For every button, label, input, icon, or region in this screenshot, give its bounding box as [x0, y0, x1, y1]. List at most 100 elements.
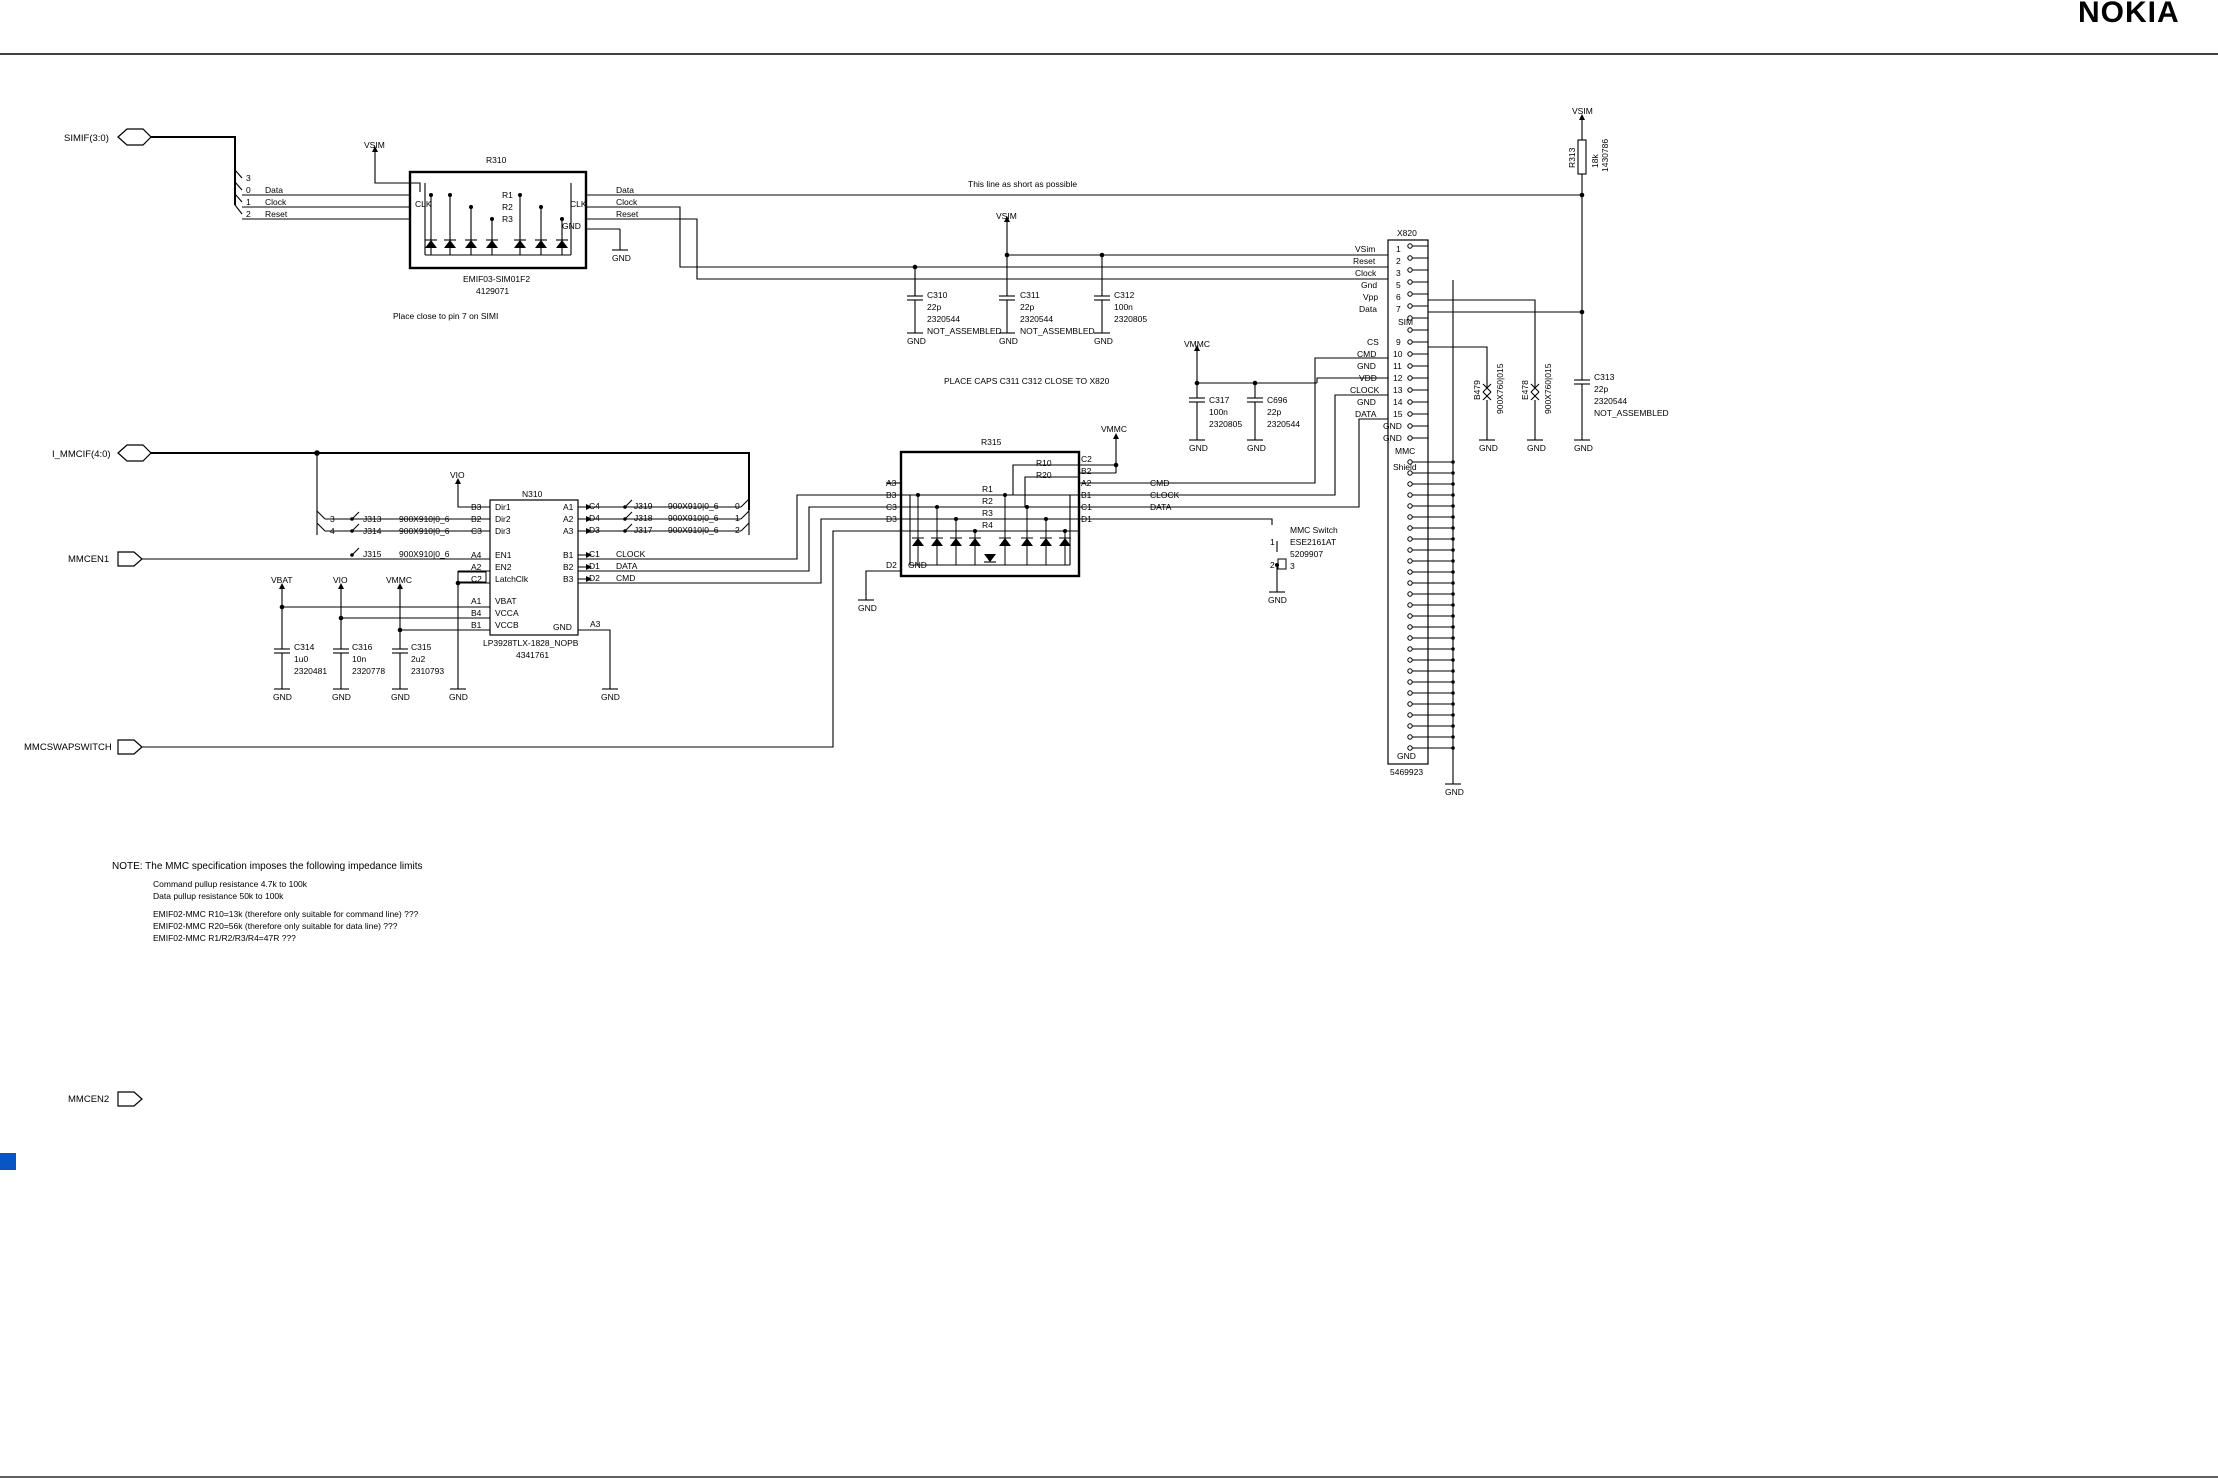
x820-pin-contact: [1407, 646, 1413, 652]
x820-pin-contact: [1407, 569, 1413, 575]
n310-net-data: DATA: [616, 561, 638, 571]
sim-nets-out: Data Clock Reset This line as short as p…: [586, 179, 1582, 280]
j318-ref: J318: [634, 513, 653, 523]
b479-ref: B479: [1472, 380, 1482, 400]
c315-code: 2310793: [411, 666, 444, 676]
r310-diodes: [425, 193, 568, 255]
n310-left-name: VBAT: [495, 596, 517, 606]
x820-num-11: 11: [1393, 361, 1402, 371]
n310-pin-arrow: [586, 504, 592, 510]
c310-na: NOT_ASSEMBLED: [927, 326, 1002, 336]
e478-code: 900X760|015: [1543, 363, 1553, 414]
x820-pin-contact: [1407, 514, 1413, 520]
r310-ref: R310: [486, 155, 507, 165]
r313-code: 1430786: [1600, 139, 1610, 172]
vsim-rail-left: VSIM: [364, 140, 421, 192]
x820-pin-contact: [1407, 243, 1413, 249]
r315-junction: [973, 529, 977, 533]
n310-left-name: EN1: [495, 550, 512, 560]
c311-gnd: GND: [999, 336, 1018, 346]
x820-mmc-gnd3: GND: [1383, 421, 1402, 431]
j319-ref: J319: [634, 501, 653, 511]
j313-num: 3: [330, 514, 335, 524]
sim-net-data-in: Data: [265, 185, 283, 195]
x820-pin-contact: [1407, 745, 1413, 751]
n310-en-gnd: GND: [449, 692, 468, 702]
x820-num-6: 6: [1396, 292, 1401, 302]
c310-gnd: GND: [907, 336, 926, 346]
x820-pin-contact: [1407, 255, 1413, 261]
sim-bus-bit-1: 1: [246, 197, 251, 207]
x820-mmc-gnd1: GND: [1357, 361, 1376, 371]
c310-ref: C310: [927, 290, 948, 300]
c316-code: 2320778: [352, 666, 385, 676]
n310-right-pin-B1: B1: [563, 550, 574, 560]
sim-net-reset-in: Reset: [265, 209, 288, 219]
c311-val: 22p: [1020, 302, 1034, 312]
c310-code: 2320544: [927, 314, 960, 324]
note-1: NOTE: The MMC specification imposes the …: [112, 861, 423, 872]
note-2: Command pullup resistance 4.7k to 100k: [153, 879, 308, 889]
x820-pin-contact: [1407, 459, 1413, 465]
x820-pin-contact: [1407, 624, 1413, 630]
x820-pin-contact: [1407, 712, 1413, 718]
c311-code: 2320544: [1020, 314, 1053, 324]
j315-ref: J315: [363, 549, 382, 559]
x820-num-12: 12: [1393, 373, 1403, 383]
x820-num-2: 2: [1396, 256, 1401, 266]
x820-connector: X820 VSim Reset Clock Gnd Vpp Data 1 2 3…: [1350, 228, 1464, 797]
x820-pin-contact: [1407, 734, 1413, 740]
n310-left-pin-A2: A2: [471, 562, 482, 572]
note-4: EMIF02-MMC R10=13k (therefore only suita…: [153, 909, 419, 919]
n310-right-pin-B2: B2: [563, 562, 574, 572]
j318-val: 900X910|0_6: [668, 513, 719, 523]
r310-clk-right: CLK: [570, 199, 587, 209]
c317-gnd: GND: [1189, 443, 1208, 453]
mmc-bus: [151, 450, 750, 535]
r315-diode: [969, 538, 981, 546]
r315-b3: B3: [886, 490, 897, 500]
x820-mmc-gnd2: GND: [1357, 397, 1376, 407]
x820-pin-contact: [1407, 668, 1413, 674]
sw-title: MMC Switch: [1290, 525, 1338, 535]
vsim-mid-label: VSIM: [996, 211, 1017, 221]
vmmc-r315-label: VMMC: [1101, 424, 1127, 434]
x820-pin-contact: [1407, 503, 1413, 509]
port-mmcen2-label: MMCEN2: [68, 1094, 109, 1105]
nokia-logo: NOKIA: [2078, 0, 2180, 29]
r315-ref: R315: [981, 437, 1002, 447]
x820-code: 5469923: [1390, 767, 1423, 777]
r315-diode: [950, 538, 962, 546]
note-3: Data pullup resistance 50k to 100k: [153, 891, 284, 901]
sim-right-nets: [1428, 299, 1582, 380]
n310-gnd: GND: [553, 622, 572, 632]
n310-left-pin-C2: C2: [471, 574, 482, 584]
r310-note: Place close to pin 7 on SIMI: [393, 311, 498, 321]
n310-left-name: LatchClk: [495, 574, 529, 584]
n310-net-clock: CLOCK: [616, 549, 646, 559]
vmmc-caps: VMMC C317 100n 2320805 GND C696 22p 2320…: [1184, 339, 1388, 453]
j-pin-d1: D1: [589, 561, 600, 571]
sw-p3: 3: [1290, 561, 1295, 571]
r310-clk-left: CLK: [415, 199, 432, 209]
r315-diodes: [912, 493, 1071, 565]
c317-ref: C317: [1209, 395, 1230, 405]
x820-pin-contact: [1407, 635, 1413, 641]
port-mmcswap: MMCSWAPSWITCH: [24, 739, 143, 755]
r315-r4: R4: [982, 520, 993, 530]
page-marker-square: [0, 1153, 16, 1170]
r310-block: R310 CLK CLK R1 R2 R3 GND GND EMIF03-SIM…: [393, 155, 631, 321]
x820-pin-contact: [1407, 375, 1413, 381]
sim-caps: VSIM C310 22p 2320544 NOT_ASSEMBLED GND …: [907, 211, 1388, 386]
vsim-left-label: VSIM: [364, 140, 385, 150]
x820-pin-contact: [1407, 701, 1413, 707]
c696-val: 22p: [1267, 407, 1281, 417]
r310-part: EMIF03-SIM01F2: [463, 274, 530, 284]
c310-val: 22p: [927, 302, 941, 312]
j315-val: 900X910|0_6: [399, 549, 450, 559]
c314-gnd: GND: [273, 692, 292, 702]
j314-val: 900X910|0_6: [399, 526, 450, 536]
x820-pin-contact: [1407, 387, 1413, 393]
